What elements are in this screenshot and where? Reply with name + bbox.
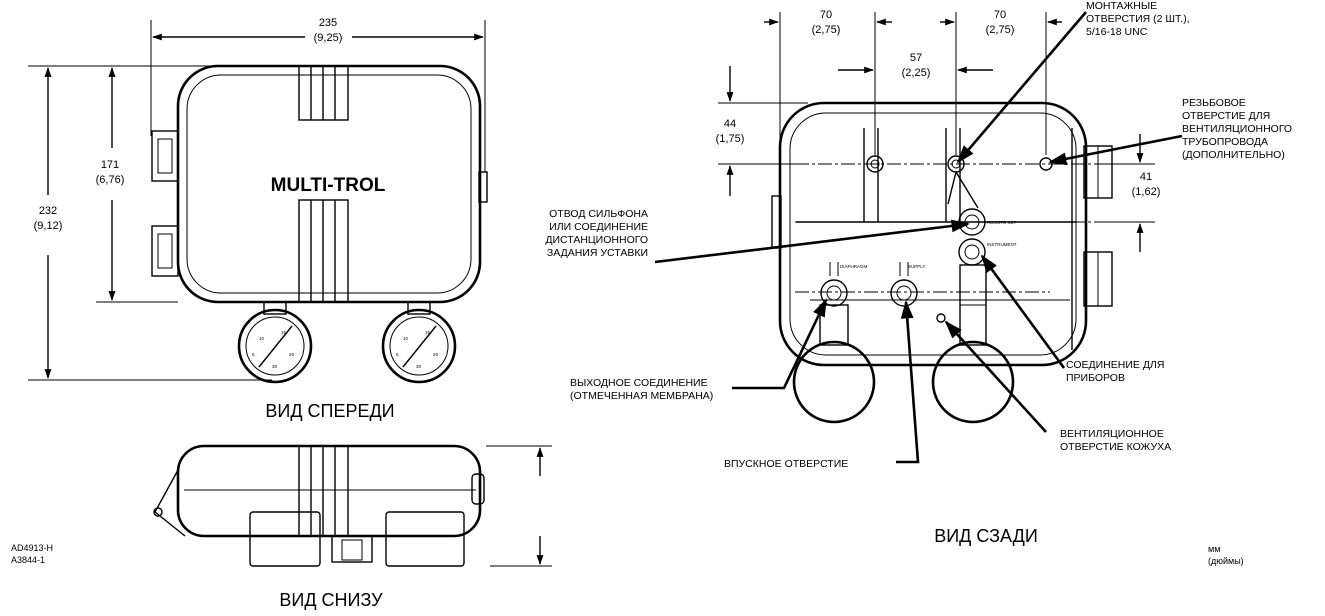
front-view: MULTI-TROL 10 15 5 25 30 10 15 5 25 30 235 (… xyxy=(28,17,488,421)
svg-text:5/16-18 UNC: 5/16-18 UNC xyxy=(1086,26,1148,38)
bottom-hinge xyxy=(154,469,186,537)
front-hinge-upper xyxy=(151,130,179,182)
svg-text:ВЕНТИЛЯЦИОННОГО: ВЕНТИЛЯЦИОННОГО xyxy=(1182,123,1292,135)
bottom-gauge-left xyxy=(249,511,321,567)
rear-dim-top-in: (1,75) xyxy=(716,133,745,145)
bottom-view: ВИД СНИЗУ xyxy=(153,444,552,610)
front-view-title: ВИД СПЕРЕДИ xyxy=(265,401,394,421)
svg-text:10: 10 xyxy=(259,336,265,341)
svg-text:ЗАДАНИЯ УСТАВКИ: ЗАДАНИЯ УСТАВКИ xyxy=(547,247,648,259)
leader-case-vent xyxy=(944,320,1047,433)
svg-text:25: 25 xyxy=(433,352,439,357)
rear-port-remote-label: REMOTE SET xyxy=(987,220,1017,225)
rear-dim-mid-mm: 57 xyxy=(910,52,922,64)
svg-text:ВЫХОДНОЕ СОЕДИНЕНИЕ: ВЫХОДНОЕ СОЕДИНЕНИЕ xyxy=(570,377,708,389)
front-case-inner xyxy=(186,74,472,294)
drawing-code-2: A3844-1 xyxy=(11,555,45,565)
svg-text:ДИСТАНЦИОННОГО: ДИСТАНЦИОННОГО xyxy=(545,234,648,246)
rear-gauge-right xyxy=(931,340,1015,424)
svg-text:(дюймы): (дюймы) xyxy=(1208,556,1244,566)
rear-gauge-left xyxy=(792,340,876,424)
front-height-mm: 232 xyxy=(39,205,57,217)
units-note: мм (дюймы) xyxy=(1208,544,1244,566)
front-case-height-mm: 171 xyxy=(101,159,119,171)
drawing-code-1: AD4913-H xyxy=(11,543,53,553)
front-gauge-left: 10 15 5 25 30 xyxy=(237,301,313,384)
front-brand-label: MULTI-TROL xyxy=(271,175,386,196)
bottom-case-outline xyxy=(176,444,482,538)
rear-dim-top-mm: 44 xyxy=(724,118,736,130)
svg-text:ОТВЕРСТИЯ (2 ШТ.),: ОТВЕРСТИЯ (2 ШТ.), xyxy=(1086,13,1190,25)
callout-inlet: ВПУСКНОЕ ОТВЕРСТИЕ xyxy=(724,458,848,470)
bottom-view-title: ВИД СНИЗУ xyxy=(279,590,383,610)
svg-text:ПРИБОРОВ: ПРИБОРОВ xyxy=(1066,372,1125,384)
rear-dim-side-mm: 41 xyxy=(1140,171,1152,183)
svg-text:МОНТАЖНЫЕ: МОНТАЖНЫЕ xyxy=(1086,0,1157,12)
rear-view-title: ВИД СЗАДИ xyxy=(934,526,1038,546)
front-width-mm: 235 xyxy=(319,17,337,29)
leader-lines xyxy=(654,11,1183,464)
rear-diaphragm-port xyxy=(820,279,848,307)
bottom-gauge-right xyxy=(385,511,465,567)
front-latch xyxy=(478,171,488,203)
svg-text:(ДОПОЛНИТЕЛЬНО): (ДОПОЛНИТЕЛЬНО) xyxy=(1182,149,1285,161)
callout-vent-thread: РЕЗЬБОВОЕ ОТВЕРСТИЕ ДЛЯ ВЕНТИЛЯЦИОННОГО … xyxy=(1182,97,1292,161)
callout-instrument: СОЕДИНЕНИЕ ДЛЯ ПРИБОРОВ xyxy=(1066,359,1164,384)
svg-text:5: 5 xyxy=(396,352,399,357)
svg-text:15: 15 xyxy=(425,330,431,335)
svg-text:30: 30 xyxy=(416,364,422,369)
svg-text:30: 30 xyxy=(272,364,278,369)
front-height-in: (9,12) xyxy=(34,220,63,232)
svg-text:ОТВЕРСТИЕ ДЛЯ: ОТВЕРСТИЕ ДЛЯ xyxy=(1182,110,1270,122)
front-gauge-right: 10 15 5 25 30 xyxy=(381,301,457,384)
rear-dim-left-in: (2,75) xyxy=(812,24,841,36)
svg-text:ТРУБОПРОВОДА: ТРУБОПРОВОДА xyxy=(1182,136,1268,148)
leader-bellows xyxy=(654,219,970,264)
leader-mounting-holes xyxy=(956,11,1087,164)
callout-mounting-holes: МОНТАЖНЫЕ ОТВЕРСТИЯ (2 ШТ.), 5/16-18 UNC xyxy=(1086,0,1190,38)
svg-text:ВЕНТИЛЯЦИОННОЕ: ВЕНТИЛЯЦИОННОЕ xyxy=(1060,428,1164,440)
svg-text:(ОТМЕЧЕННАЯ МЕМБРАНА): (ОТМЕЧЕННАЯ МЕМБРАНА) xyxy=(570,390,713,402)
rear-dim-side-in: (1,62) xyxy=(1132,186,1161,198)
svg-text:ИЛИ СОЕДИНЕНИЕ: ИЛИ СОЕДИНЕНИЕ xyxy=(549,221,648,233)
callout-bellows: ОТВОД СИЛЬФОНА ИЛИ СОЕДИНЕНИЕ ДИСТАНЦИОН… xyxy=(545,208,648,259)
svg-text:ОТВОД СИЛЬФОНА: ОТВОД СИЛЬФОНА xyxy=(549,208,648,220)
rear-dim-right-mm: 70 xyxy=(994,9,1006,21)
front-hinge-lower xyxy=(151,225,179,277)
callout-case-vent: ВЕНТИЛЯЦИОННОЕ ОТВЕРСТИЕ КОЖУХА xyxy=(1060,428,1171,453)
leader-vent-thread xyxy=(1048,134,1183,166)
rear-port-instrument-label: INSTRUMENT xyxy=(987,242,1017,247)
front-strap-upper xyxy=(298,65,349,121)
rear-port-diaphragm-label: DIAPHRAGM xyxy=(840,264,868,269)
rear-mounting-hole-left xyxy=(866,155,884,173)
callout-output: ВЫХОДНОЕ СОЕДИНЕНИЕ (ОТМЕЧЕННАЯ МЕМБРАНА… xyxy=(570,377,713,402)
front-width-in: (9,25) xyxy=(314,32,343,44)
rear-dim-mid-in: (2,25) xyxy=(902,67,931,79)
front-case-height-in: (6,76) xyxy=(96,174,125,186)
rear-dim-right-in: (2,75) xyxy=(986,24,1015,36)
svg-text:РЕЗЬБОВОЕ: РЕЗЬБОВОЕ xyxy=(1182,97,1246,109)
svg-text:5: 5 xyxy=(252,352,255,357)
rear-case-vent-hole xyxy=(936,313,946,323)
leader-inlet xyxy=(896,300,920,464)
rear-view: REMOTE SET INSTRUMENT DIAPHRAGM SUPPLY 7… xyxy=(716,9,1161,546)
rear-case-outline xyxy=(778,101,1088,367)
rear-dim-left-mm: 70 xyxy=(820,9,832,21)
svg-text:СОЕДИНЕНИЕ ДЛЯ: СОЕДИНЕНИЕ ДЛЯ xyxy=(1066,359,1164,371)
svg-text:ОТВЕРСТИЕ КОЖУХА: ОТВЕРСТИЕ КОЖУХА xyxy=(1060,441,1171,453)
svg-text:мм: мм xyxy=(1208,544,1220,554)
leader-instrument xyxy=(980,254,1066,369)
leader-output xyxy=(732,298,828,390)
rear-port-supply-label: SUPPLY xyxy=(908,264,925,269)
rear-supply-port xyxy=(890,279,918,307)
bottom-latch xyxy=(471,473,485,505)
svg-text:10: 10 xyxy=(403,336,409,341)
front-strap-lower xyxy=(298,199,349,303)
rear-instrument-port xyxy=(958,238,986,266)
svg-text:15: 15 xyxy=(281,330,287,335)
svg-text:25: 25 xyxy=(289,352,295,357)
